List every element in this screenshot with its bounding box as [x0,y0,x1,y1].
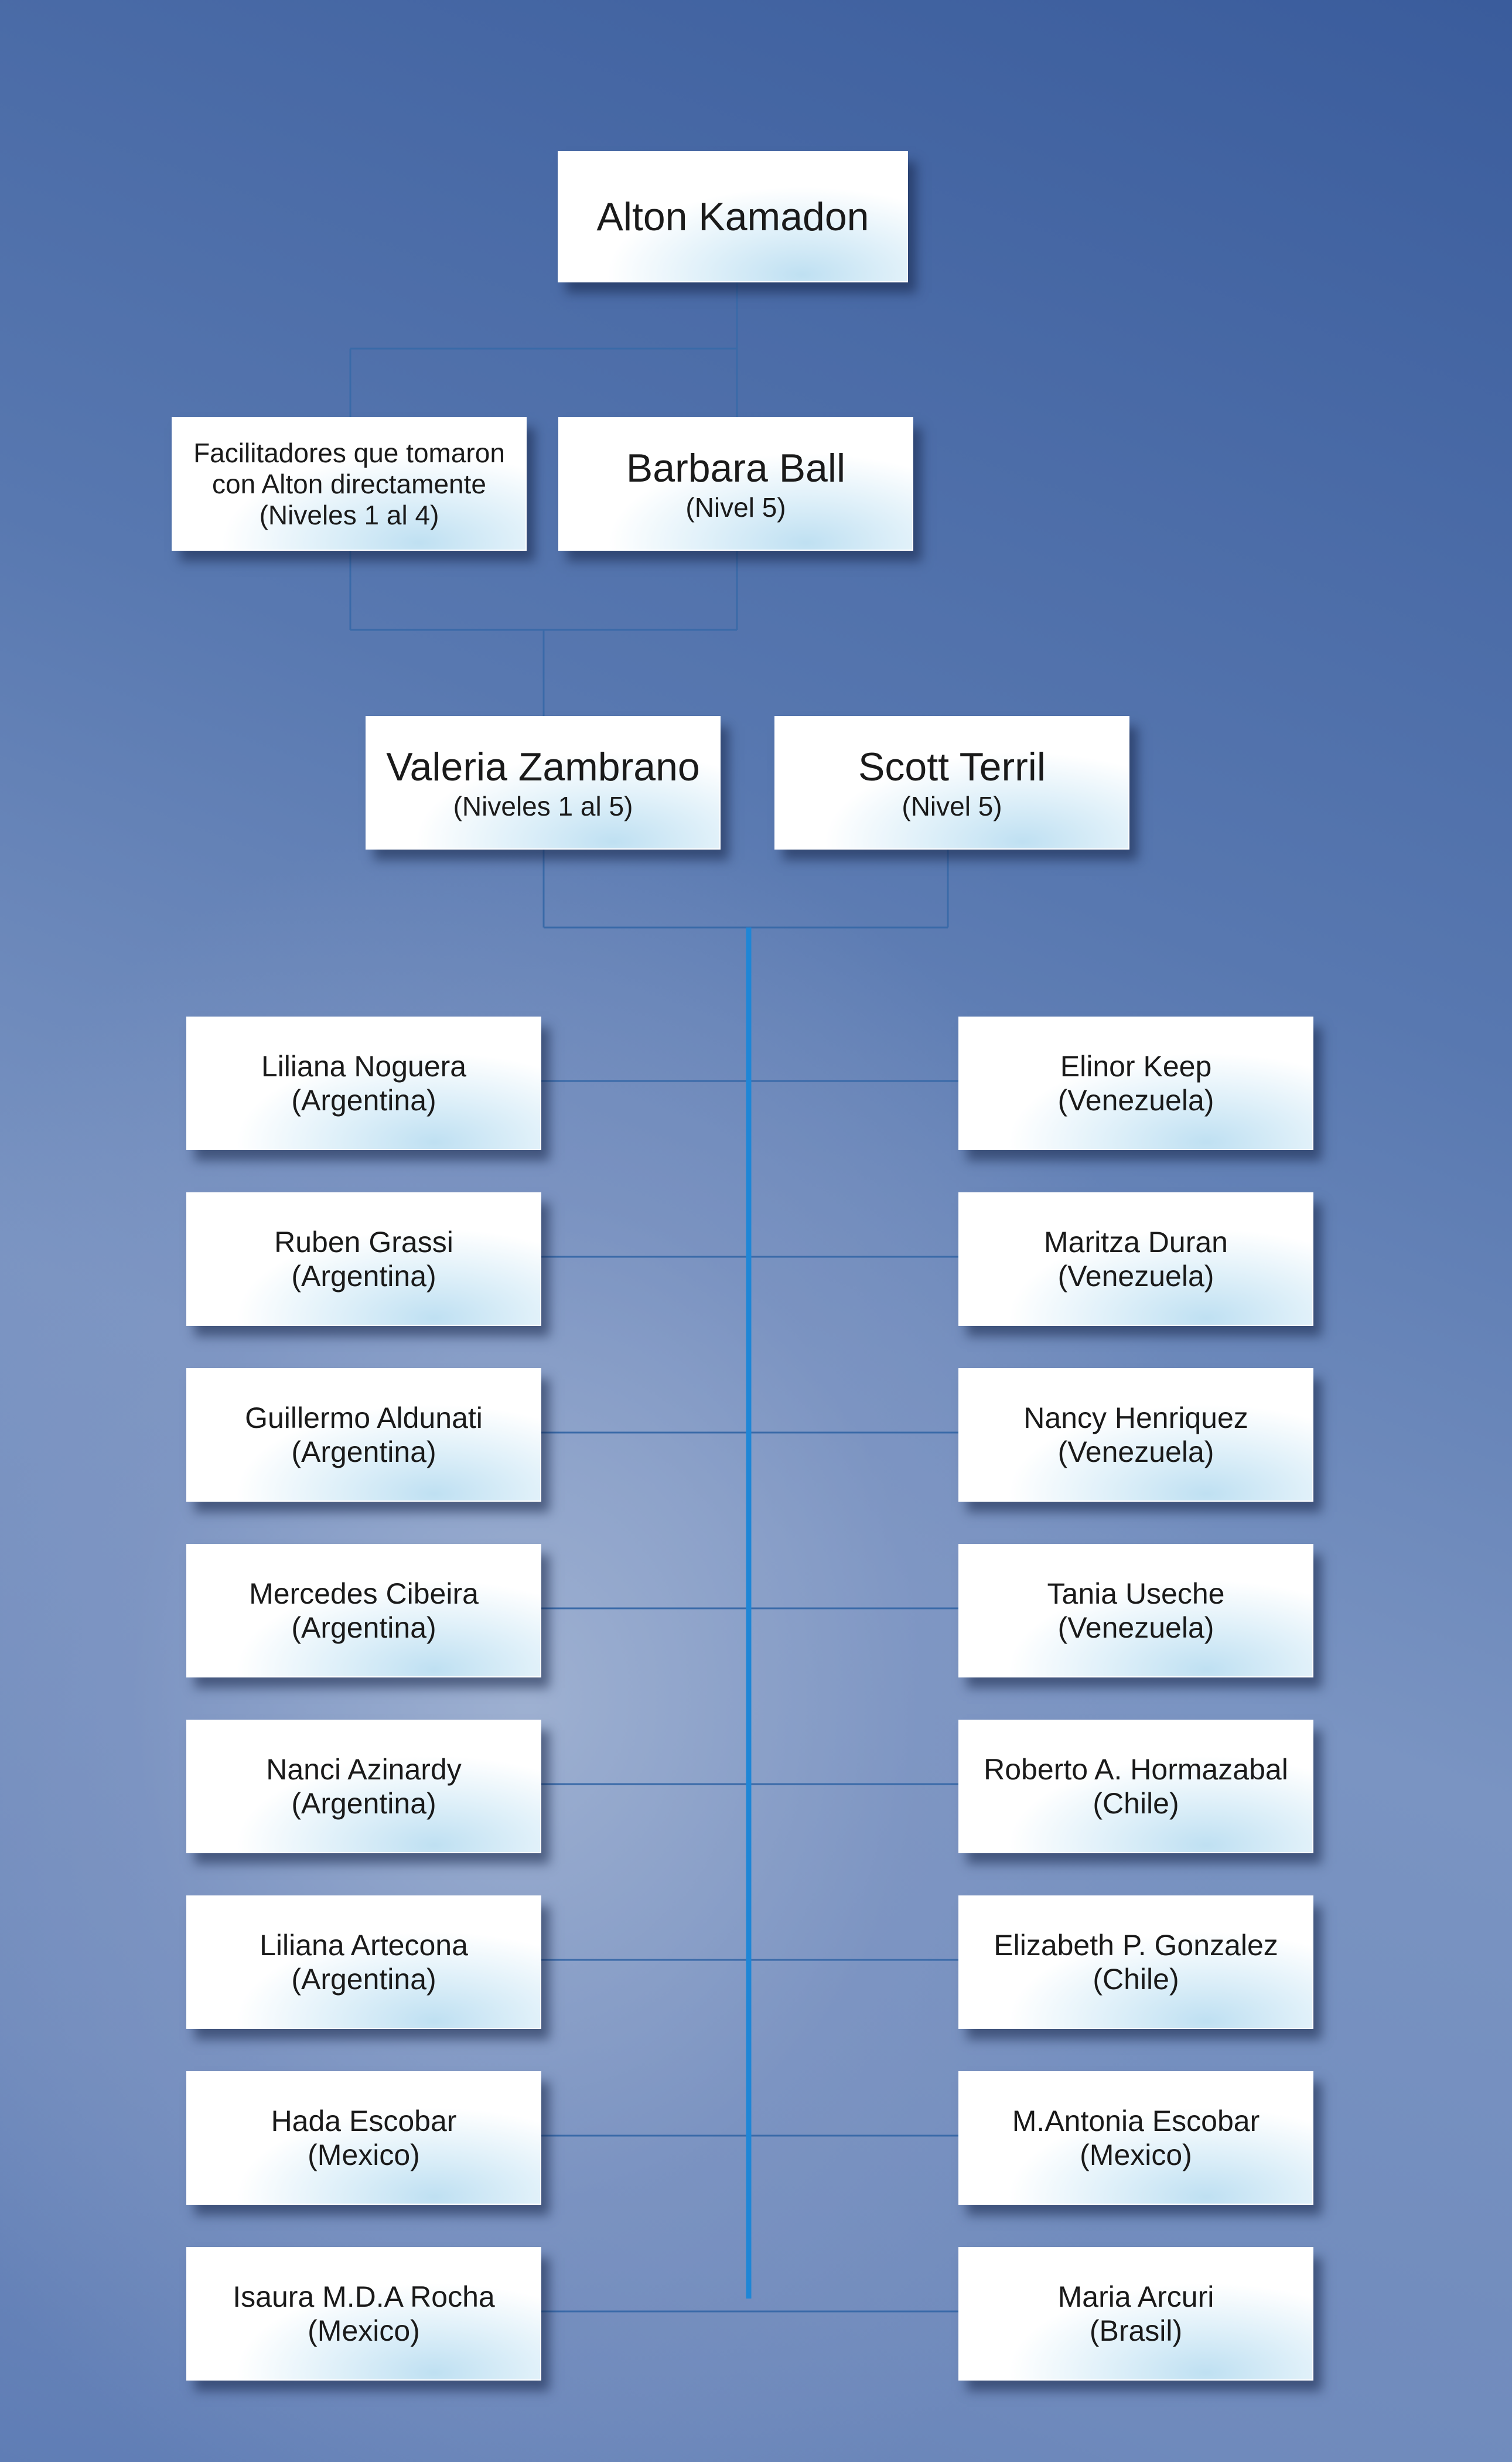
person-country: (Venezuela) [1057,1260,1214,1293]
person-country: (Argentina) [291,1260,436,1293]
right-person-node: Maritza Duran(Venezuela) [958,1192,1313,1326]
right-person-node: Maria Arcuri(Brasil) [958,2247,1313,2381]
person-country: (Argentina) [291,1611,436,1644]
person-country: (Mexico) [308,2139,420,2171]
node-line: (Niveles 1 al 4) [259,499,439,530]
person-country: (Chile) [1093,1963,1179,1996]
person-country: (Venezuela) [1057,1084,1214,1117]
left-person-node: Liliana Noguera(Argentina) [186,1017,541,1150]
person-name: Liliana Noguera [261,1050,467,1083]
connectors-branches [541,1080,958,2313]
person-name: Nanci Azinardy [266,1753,462,1786]
person-name: Maritza Duran [1044,1226,1228,1259]
node-valeria-zambrano: Valeria Zambrano (Niveles 1 al 5) [366,716,721,850]
person-country: (Mexico) [308,2314,420,2347]
left-person-node: Nanci Azinardy(Argentina) [186,1720,541,1853]
person-country: (Argentina) [291,1435,436,1468]
person-country: (Mexico) [1080,2139,1192,2171]
node-alton-kamadon: Alton Kamadon [558,151,908,282]
person-name: Elinor Keep [1060,1050,1212,1083]
right-person-node: Elizabeth P. Gonzalez(Chile) [958,1895,1313,2029]
connector-level3 [542,850,949,929]
node-name: Scott Terril [858,745,1046,789]
left-person-node: Guillermo Aldunati(Argentina) [186,1368,541,1502]
person-name: Mercedes Cibeira [249,1577,479,1610]
node-name: Alton Kamadon [596,195,869,239]
node-line: Facilitadores que tomaron [193,437,505,468]
person-name: Hada Escobar [271,2105,457,2137]
right-person-node: M.Antonia Escobar(Mexico) [958,2071,1313,2205]
left-person-node: Hada Escobar(Mexico) [186,2071,541,2205]
node-line: con Alton directamente [212,468,486,499]
connectors-upper [349,282,949,929]
node-name: Valeria Zambrano [386,745,700,789]
connector-level2 [349,551,738,716]
person-country: (Brasil) [1089,2314,1183,2347]
person-country: (Venezuela) [1057,1611,1214,1644]
right-person-node: Tania Useche(Venezuela) [958,1544,1313,1677]
right-person-node: Nancy Henriquez(Venezuela) [958,1368,1313,1502]
node-sub: (Niveles 1 al 5) [453,791,633,821]
person-name: Ruben Grassi [274,1226,453,1259]
person-name: Roberto A. Hormazabal [984,1753,1288,1786]
right-person-node: Elinor Keep(Venezuela) [958,1017,1313,1150]
right-person-node: Roberto A. Hormazabal(Chile) [958,1720,1313,1853]
person-country: (Chile) [1093,1787,1179,1820]
node-sub: (Nivel 5) [902,791,1002,821]
left-person-node: Isaura M.D.A Rocha(Mexico) [186,2247,541,2381]
left-person-node: Liliana Artecona(Argentina) [186,1895,541,2029]
left-person-node: Ruben Grassi(Argentina) [186,1192,541,1326]
node-facilitators: Facilitadores que tomaron con Alton dire… [172,417,527,551]
person-name: Maria Arcuri [1057,2280,1214,2313]
node-name: Barbara Ball [626,446,846,490]
node-sub: (Nivel 5) [685,492,786,523]
person-name: Isaura M.D.A Rocha [233,2280,495,2313]
node-scott-terril: Scott Terril (Nivel 5) [774,716,1129,850]
person-name: Nancy Henriquez [1023,1402,1248,1434]
person-name: Tania Useche [1047,1577,1225,1610]
person-country: (Argentina) [291,1084,436,1117]
person-name: Elizabeth P. Gonzalez [994,1929,1278,1962]
person-name: Liliana Artecona [260,1929,468,1962]
person-name: M.Antonia Escobar [1012,2105,1260,2137]
node-barbara-ball: Barbara Ball (Nivel 5) [558,417,913,551]
person-name: Guillermo Aldunati [245,1402,483,1434]
person-country: (Venezuela) [1057,1435,1214,1468]
person-country: (Argentina) [291,1963,436,1996]
left-person-node: Mercedes Cibeira(Argentina) [186,1544,541,1677]
person-country: (Argentina) [291,1787,436,1820]
connector-top [349,282,738,417]
